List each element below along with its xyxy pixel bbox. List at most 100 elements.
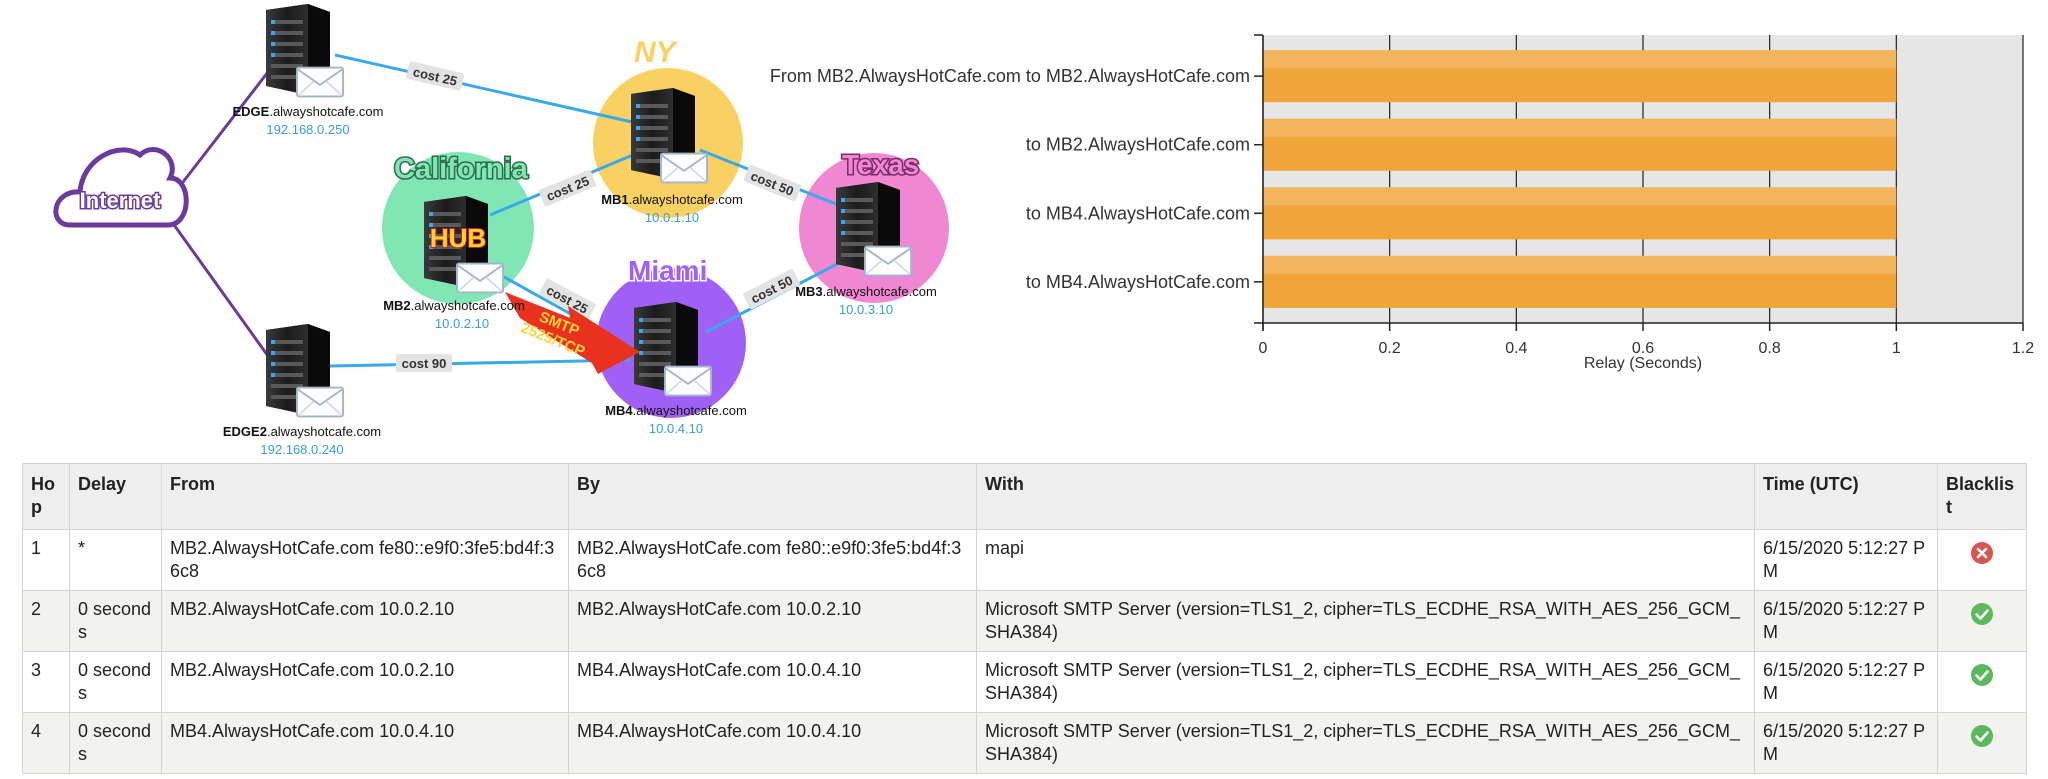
svg-text:MB2.alwayshotcafe.com: MB2.alwayshotcafe.com bbox=[383, 298, 525, 313]
edge-server-ip: 192.168.0.250 bbox=[266, 122, 349, 137]
x-tick-label: 0 bbox=[1259, 340, 1268, 357]
blacklist-cell bbox=[1937, 529, 2027, 591]
relay-bar-highlight bbox=[1263, 118, 1897, 137]
internet-to-edge2-link bbox=[170, 221, 270, 357]
with-cell: Microsoft SMTP Server (version=TLS1_2, c… bbox=[976, 712, 1755, 774]
x-tick-label: 1 bbox=[1892, 340, 1901, 357]
mb2-server-ip: 10.0.2.10 bbox=[435, 316, 489, 331]
network-diagram: cost 25 cost 25 cost 50 cost 25 cost 50 … bbox=[53, 4, 949, 457]
hop-cell: 4 bbox=[22, 712, 70, 774]
mb3-server-domain: .alwayshotcafe.com bbox=[823, 284, 937, 299]
relay-bar bbox=[1263, 50, 1897, 103]
edge2-server-domain: .alwayshotcafe.com bbox=[267, 424, 381, 439]
message-headers-table: Hop Delay From By With Time (UTC) Blackl… bbox=[22, 463, 2027, 774]
relay-bar-highlight bbox=[1263, 50, 1897, 69]
edge-mb1-link bbox=[334, 53, 633, 124]
check-circle-icon bbox=[1971, 603, 1993, 625]
mb2-server-domain: .alwayshotcafe.com bbox=[411, 298, 525, 313]
mb2-server-name: MB2 bbox=[383, 298, 410, 313]
from-cell: MB2.AlwaysHotCafe.com 10.0.2.10 bbox=[161, 651, 569, 713]
edge-server-domain: .alwayshotcafe.com bbox=[269, 104, 383, 119]
svg-text:MB1.alwayshotcafe.com: MB1.alwayshotcafe.com bbox=[601, 192, 743, 207]
mb3-server-ip: 10.0.3.10 bbox=[839, 302, 893, 317]
edge2-server-name: EDGE2 bbox=[223, 424, 267, 439]
hop-cell: 2 bbox=[22, 590, 70, 652]
category-label: to MB2.AlwaysHotCafe.com bbox=[1026, 135, 1250, 155]
check-circle-icon bbox=[1971, 725, 1993, 747]
by-cell: MB2.AlwaysHotCafe.com fe80::e9f0:3fe5:bd… bbox=[568, 529, 977, 591]
table-header-row: Hop Delay From By With Time (UTC) Blackl… bbox=[22, 463, 2027, 530]
delay-cell: 0 seconds bbox=[69, 651, 162, 713]
mb4-server-domain: .alwayshotcafe.com bbox=[633, 403, 747, 418]
hop-cell: 3 bbox=[22, 651, 70, 713]
miami-region-label: Miami bbox=[628, 255, 707, 286]
time-column-header: Time (UTC) bbox=[1754, 463, 1938, 530]
with-cell: mapi bbox=[976, 529, 1755, 591]
cost-label: cost 25 bbox=[544, 173, 591, 204]
hub-badge: HUB bbox=[430, 223, 486, 253]
svg-text:MB3.alwayshotcafe.com: MB3.alwayshotcafe.com bbox=[795, 284, 937, 299]
x-tick-label: 0.2 bbox=[1379, 340, 1401, 357]
by-cell: MB2.AlwaysHotCafe.com 10.0.2.10 bbox=[568, 590, 977, 652]
relay-bar bbox=[1263, 255, 1897, 308]
by-cell: MB4.AlwaysHotCafe.com 10.0.4.10 bbox=[568, 651, 977, 713]
relay-bar bbox=[1263, 118, 1897, 171]
hop-cell: 1 bbox=[22, 529, 70, 591]
table-row: 1 * MB2.AlwaysHotCafe.com fe80::e9f0:3fe… bbox=[22, 529, 2027, 591]
mb1-server-domain: .alwayshotcafe.com bbox=[629, 192, 743, 207]
california-region-label: California bbox=[394, 153, 529, 185]
with-cell: Microsoft SMTP Server (version=TLS1_2, c… bbox=[976, 651, 1755, 713]
category-label: to MB4.AlwaysHotCafe.com bbox=[1026, 272, 1250, 292]
internet-label: Internet bbox=[80, 188, 161, 213]
blacklist-cell bbox=[1937, 590, 2027, 652]
table-row: 2 0 seconds MB2.AlwaysHotCafe.com 10.0.2… bbox=[22, 590, 2027, 652]
delay-cell: 0 seconds bbox=[69, 590, 162, 652]
mb1-server-ip: 10.0.1.10 bbox=[645, 210, 699, 225]
relay-bar-highlight bbox=[1263, 255, 1897, 275]
time-cell: 6/15/2020 5:12:27 PM bbox=[1754, 651, 1938, 713]
with-cell: Microsoft SMTP Server (version=TLS1_2, c… bbox=[976, 590, 1755, 652]
edge2-mb4-link bbox=[329, 358, 631, 368]
mb4-server-ip: 10.0.4.10 bbox=[649, 421, 703, 436]
edge2-server-ip: 192.168.0.240 bbox=[260, 442, 343, 457]
from-cell: MB2.AlwaysHotCafe.com 10.0.2.10 bbox=[161, 590, 569, 652]
check-circle-icon bbox=[1971, 664, 1993, 686]
relay-bar-highlight bbox=[1263, 187, 1897, 206]
delay-cell: 0 seconds bbox=[69, 712, 162, 774]
x-tick-label: 0.4 bbox=[1505, 340, 1527, 357]
x-circle-icon bbox=[1971, 542, 1993, 564]
internet-to-edge-link bbox=[178, 71, 270, 187]
blacklist-column-header: Blacklist bbox=[1937, 463, 2027, 530]
relay-bar-chart: From MB2.AlwaysHotCafe.com to MB2.Always… bbox=[770, 34, 2034, 372]
texas-region-label: Texas bbox=[842, 149, 919, 180]
from-cell: MB4.AlwaysHotCafe.com 10.0.4.10 bbox=[161, 712, 569, 774]
ny-region-label: NY bbox=[634, 36, 679, 69]
with-column-header: With bbox=[976, 463, 1755, 530]
time-cell: 6/15/2020 5:12:27 PM bbox=[1754, 590, 1938, 652]
table-row: 4 0 seconds MB4.AlwaysHotCafe.com 10.0.4… bbox=[22, 712, 2027, 774]
x-axis-label: Relay (Seconds) bbox=[1584, 355, 1702, 372]
server-icon bbox=[266, 324, 344, 418]
mb4-server-name: MB4 bbox=[605, 403, 633, 418]
hop-column-header: Hop bbox=[22, 463, 70, 530]
table-row: 3 0 seconds MB2.AlwaysHotCafe.com 10.0.2… bbox=[22, 651, 2027, 713]
delay-column-header: Delay bbox=[69, 463, 162, 530]
edge-server-name: EDGE bbox=[232, 104, 269, 119]
blacklist-cell bbox=[1937, 651, 2027, 713]
from-cell: MB2.AlwaysHotCafe.com fe80::e9f0:3fe5:bd… bbox=[161, 529, 569, 591]
x-tick-label: 0.8 bbox=[1759, 340, 1781, 357]
x-tick-label: 1.2 bbox=[2012, 340, 2034, 357]
mb1-server-name: MB1 bbox=[601, 192, 628, 207]
svg-text:EDGE.alwayshotcafe.com: EDGE.alwayshotcafe.com bbox=[232, 104, 383, 119]
svg-text:MB4.alwayshotcafe.com: MB4.alwayshotcafe.com bbox=[605, 403, 747, 418]
time-cell: 6/15/2020 5:12:27 PM bbox=[1754, 529, 1938, 591]
blacklist-cell bbox=[1937, 712, 2027, 774]
category-label: From MB2.AlwaysHotCafe.com to MB2.Always… bbox=[770, 66, 1250, 86]
cost-label: cost 90 bbox=[402, 356, 447, 371]
by-cell: MB4.AlwaysHotCafe.com 10.0.4.10 bbox=[568, 712, 977, 774]
from-column-header: From bbox=[161, 463, 569, 530]
server-icon bbox=[266, 4, 344, 98]
mb3-server-name: MB3 bbox=[795, 284, 822, 299]
x-tick-label: 0.6 bbox=[1632, 340, 1654, 357]
time-cell: 6/15/2020 5:12:27 PM bbox=[1754, 712, 1938, 774]
